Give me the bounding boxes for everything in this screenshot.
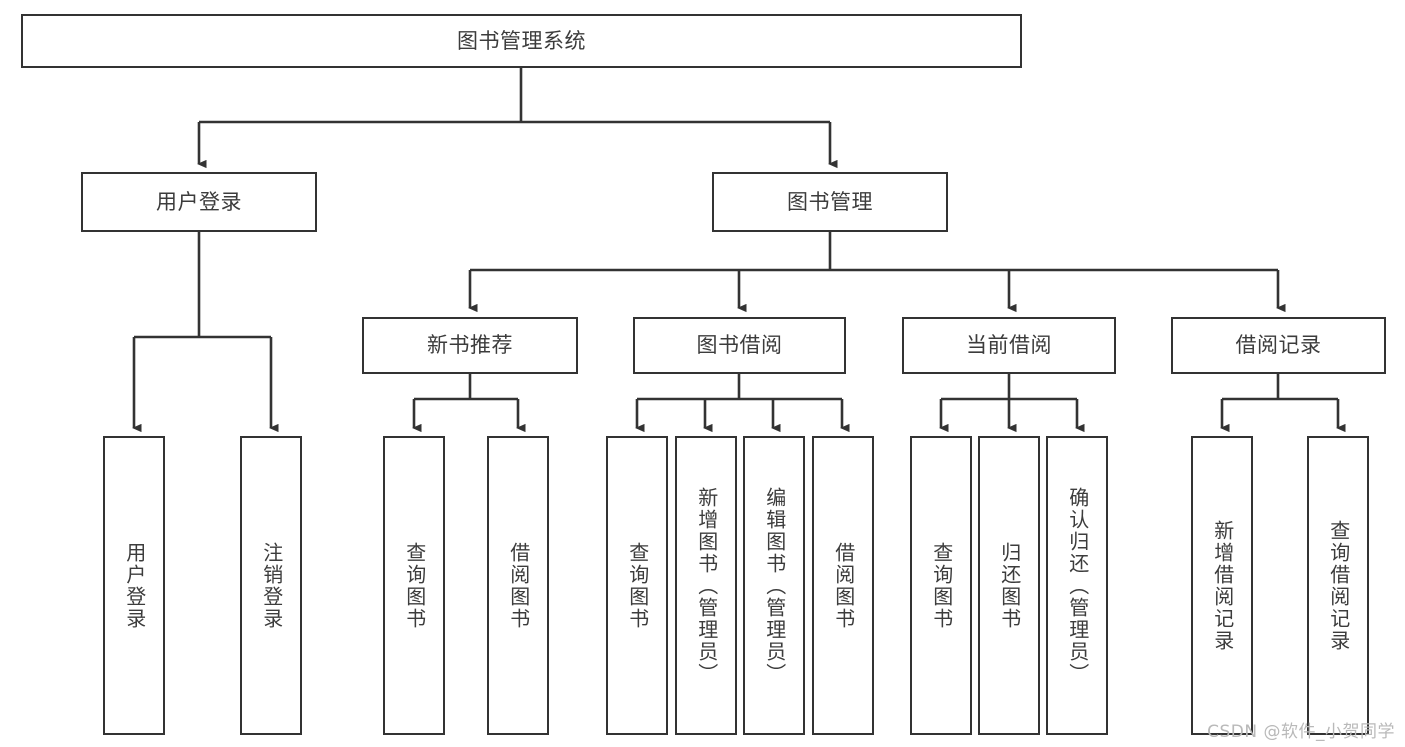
leaf-current-borrow-1[interactable]: 归还图书	[978, 436, 1040, 735]
leaf-user-login-0[interactable]: 用户登录	[103, 436, 165, 735]
node-root-system[interactable]: 图书管理系统	[21, 14, 1022, 68]
node-label: 用户登录	[156, 189, 242, 214]
node-borrow-record[interactable]: 借阅记录	[1171, 317, 1386, 374]
node-label: 借阅图书	[506, 541, 531, 630]
leaf-borrow-record-1[interactable]: 查询借阅记录	[1307, 436, 1369, 735]
leaf-current-borrow-0[interactable]: 查询图书	[910, 436, 972, 735]
leaf-book-borrow-1[interactable]: 新增图书（管理员）	[675, 436, 737, 735]
node-user-login[interactable]: 用户登录	[81, 172, 317, 232]
csdn-watermark: CSDN @软件_小贺同学	[1207, 722, 1395, 742]
node-label: 查询图书	[625, 541, 650, 630]
node-label: 图书管理	[787, 189, 873, 214]
node-label: 当前借阅	[966, 333, 1052, 358]
node-label: 查询借阅记录	[1326, 519, 1351, 652]
leaf-new-book-recommend-1[interactable]: 借阅图书	[487, 436, 549, 735]
node-label: 注销登录	[259, 541, 284, 630]
node-label: 新增图书（管理员）	[694, 486, 719, 685]
node-label: 新增借阅记录	[1210, 519, 1235, 652]
leaf-book-borrow-3[interactable]: 借阅图书	[812, 436, 874, 735]
node-label: 图书借阅	[696, 333, 783, 358]
node-label: 编辑图书（管理员）	[762, 486, 787, 685]
node-label: 查询图书	[929, 541, 954, 630]
leaf-book-borrow-0[interactable]: 查询图书	[606, 436, 668, 735]
node-label: 用户登录	[122, 541, 147, 630]
node-label: 借阅记录	[1235, 333, 1322, 358]
node-current-borrow[interactable]: 当前借阅	[902, 317, 1116, 374]
leaf-book-borrow-2[interactable]: 编辑图书（管理员）	[743, 436, 805, 735]
leaf-new-book-recommend-0[interactable]: 查询图书	[383, 436, 445, 735]
node-new-book-recommend[interactable]: 新书推荐	[362, 317, 578, 374]
node-label: 查询图书	[402, 541, 427, 630]
node-label: 归还图书	[997, 541, 1022, 630]
node-label: 确认归还（管理员）	[1065, 486, 1090, 685]
leaf-current-borrow-2[interactable]: 确认归还（管理员）	[1046, 436, 1108, 735]
node-book-borrow[interactable]: 图书借阅	[633, 317, 846, 374]
leaf-user-login-1[interactable]: 注销登录	[240, 436, 302, 735]
node-label: 图书管理系统	[457, 28, 586, 53]
node-label: 新书推荐	[427, 333, 513, 358]
node-book-management[interactable]: 图书管理	[712, 172, 948, 232]
leaf-borrow-record-0[interactable]: 新增借阅记录	[1191, 436, 1253, 735]
node-label: 借阅图书	[831, 541, 856, 630]
